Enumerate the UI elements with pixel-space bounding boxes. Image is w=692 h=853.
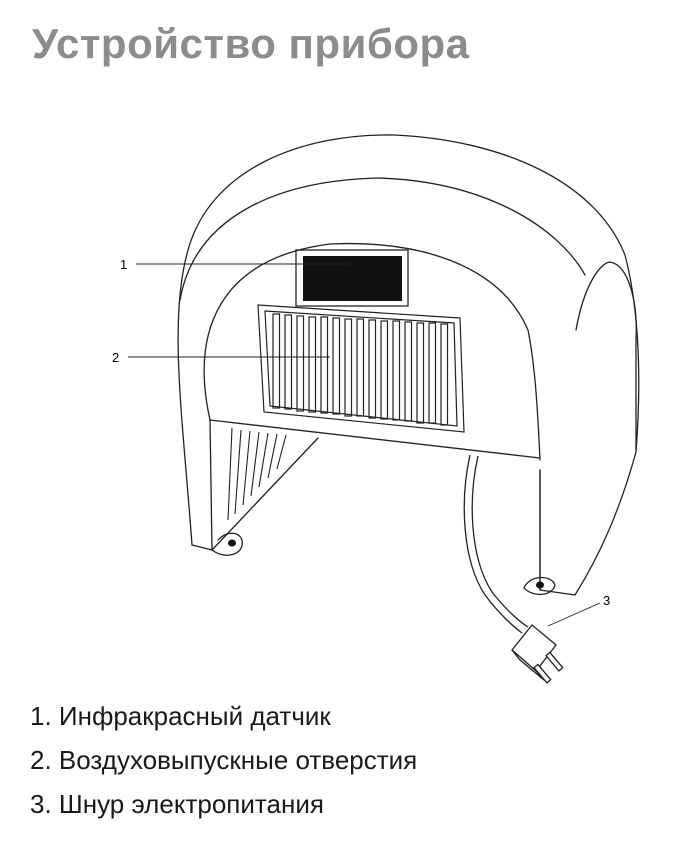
parts-legend: 1. Инфракрасный датчик 2. Воздуховыпускн… xyxy=(30,694,417,826)
callout-3-leader xyxy=(547,602,601,627)
air-outlet-grille xyxy=(257,304,465,433)
legend-item: 2. Воздуховыпускные отверстия xyxy=(30,745,418,775)
dryer-outer-shell xyxy=(177,134,640,596)
legend-item: 1. Инфракрасный датчик xyxy=(30,701,331,731)
dryer-side-vents xyxy=(227,427,287,521)
dryer-left-leg xyxy=(209,419,319,551)
dryer-front-arch xyxy=(203,242,541,461)
callout-3-label: 3 xyxy=(603,593,610,608)
power-cord xyxy=(463,454,529,634)
dryer-side-panel xyxy=(575,261,637,451)
infrared-sensor xyxy=(295,249,409,307)
callout-1-label: 1 xyxy=(120,257,127,272)
power-plug-icon xyxy=(511,624,564,684)
callout-2-label: 2 xyxy=(112,350,119,365)
legend-item: 3. Шнур электропитания xyxy=(30,789,324,819)
page-title: Устройство прибора xyxy=(32,20,470,67)
mounting-holes xyxy=(228,539,544,589)
